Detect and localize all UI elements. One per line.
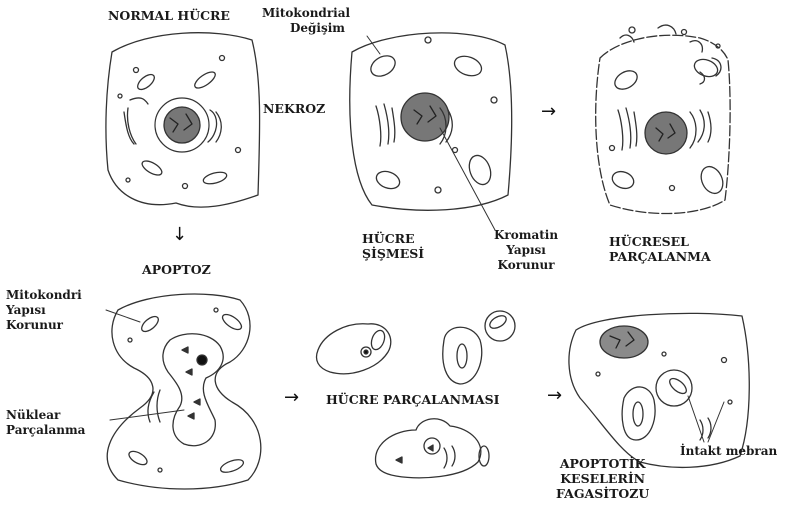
chromatin-line1: Kromatin — [494, 228, 558, 243]
apoptotic-cell — [106, 294, 261, 489]
chromatin-line2: Yapısı — [494, 243, 558, 258]
cellular-fragmentation-line1: HÜCRESEL — [609, 234, 711, 249]
arrow-down-apoptosis: ↓ — [172, 226, 187, 244]
cellular-fragmentation-line2: PARÇALANMA — [609, 249, 711, 264]
mitochondrial-change-label: Mitokondrial Değişim — [262, 6, 350, 36]
nuclear-fragmentation-line2: Parçalanma — [6, 423, 85, 438]
cell-swelling-line2: ŞİŞMESİ — [362, 246, 424, 261]
phagocytosis-line3: FAGASİTOZU — [556, 486, 649, 501]
chromatin-label: Kromatin Yapısı Korunur — [494, 228, 558, 273]
mitochondria-preserved-line1: Mitokondri — [6, 288, 82, 303]
nuclear-fragmentation-line1: Nüklear — [6, 408, 85, 423]
normal-cell — [106, 33, 260, 207]
mitochondria-preserved-label: Mitokondri Yapısı Korunur — [6, 288, 82, 333]
mitochondrial-change-line2: Değişim — [262, 21, 350, 36]
cell-fragmentation-label: HÜCRE PARÇALANMASI — [326, 392, 499, 407]
necrosis-label: NEKROZ — [263, 101, 325, 116]
swollen-cell — [350, 33, 512, 230]
cellular-fragmentation-label: HÜCRESEL PARÇALANMA — [609, 234, 711, 264]
arrow-right-necrosis: → — [541, 103, 556, 121]
phagocytosis-line1: APOPTOTİK — [556, 456, 649, 471]
arrow-right-phagocytosis: → — [547, 387, 562, 405]
phagocytosis-label: APOPTOTİK KESELERİN FAGASİTOZU — [556, 456, 649, 501]
mitochondria-preserved-line3: Korunur — [6, 318, 82, 333]
phagocytosis-line2: KESELERİN — [556, 471, 649, 486]
chromatin-line3: Korunur — [494, 258, 558, 273]
cell-swelling-label: HÜCRE ŞİŞMESİ — [362, 231, 424, 261]
apoptosis-label: APOPTOZ — [142, 262, 211, 277]
intact-membrane-label: İntakt mebran — [680, 444, 777, 459]
mitochondria-preserved-line2: Yapısı — [6, 303, 82, 318]
normal-cell-label: NORMAL HÜCRE — [108, 8, 230, 23]
arrow-right-fragmentation: → — [284, 389, 299, 407]
mitochondrial-change-line1: Mitokondrial — [262, 6, 350, 21]
nuclear-fragmentation-label: Nüklear Parçalanma — [6, 408, 85, 438]
cell-swelling-line1: HÜCRE — [362, 231, 424, 246]
fragmented-cell — [596, 25, 730, 213]
